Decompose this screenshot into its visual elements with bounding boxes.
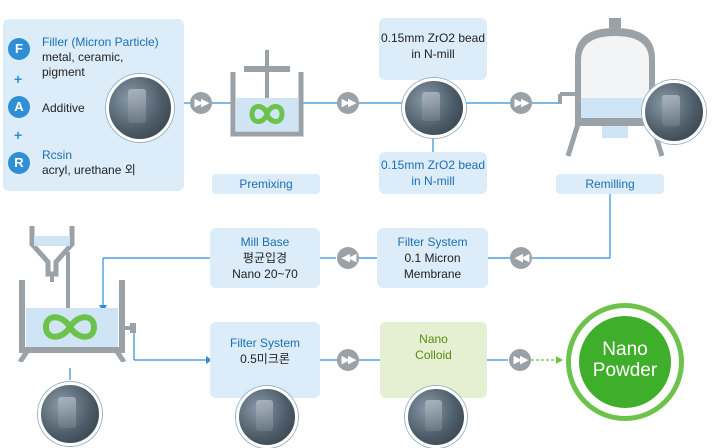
forward-arrow-icon: ▶▶ [510,92,532,114]
mill-base-line2: Nano 20~70 [232,267,298,281]
filter-system-1-line2: Membrane [403,267,462,281]
premixing-label: Premixing [212,174,320,194]
premixing-tank-icon [230,50,304,137]
plus-icon-2: + [14,127,23,143]
resin-block: Rcsin acryl, urethane 외 [42,148,162,178]
nano-colloid-text: Nano Colloid [380,331,487,363]
nano-powder-line1: Nano [602,339,648,360]
backward-arrow-icon: ◀◀ [337,247,359,269]
mill-tank-photo [38,382,102,446]
bead-mill-top-line1: 0.15mm ZrO2 bead [380,31,486,45]
backward-arrow-icon: ◀◀ [510,247,532,269]
nano-colloid-photo [405,386,467,448]
resin-letter-icon: R [8,152,30,174]
mill-base-panel [210,228,320,288]
filter-system-2-photo [236,386,298,448]
filter-system-1-text: Filter System 0.1 Micron Membrane [377,234,488,282]
nano-powder-ring: Nano Powder [566,303,684,421]
mill-base-text: Mill Base 평균입경 Nano 20~70 [210,234,320,282]
bead-mill-photo [402,78,466,138]
nano-powder-line2: Powder [592,360,658,381]
bead-mill-top-text: 0.15mm ZrO2 bead in N-mill [379,30,487,62]
bead-mill-bottom-line1: 0.15mm ZrO2 bead [380,158,486,172]
filter-system-2-panel [210,322,320,398]
bead-mill-top-panel [379,18,487,80]
filter-system-1-title: Filter System [397,235,468,249]
filter-system-2-line1: 0.5미크론 [240,352,290,366]
mill-base-line1: 평균입경 [242,251,288,265]
resin-detail: acryl, urethane 외 [42,163,136,177]
remilling-vessel-icon [558,18,665,157]
inputs-photo [106,74,174,142]
bead-mill-bottom-panel [379,152,487,194]
forward-arrow-icon: ▶▶ [509,349,531,371]
nano-colloid-panel [380,322,487,398]
filter-system-1-line1: 0.1 Micron [404,251,461,265]
nano-colloid-line2: Colloid [415,348,452,362]
bead-mill-bottom-text: 0.15mm ZrO2 bead in N-mill [379,157,487,189]
additive-title: Additive [42,101,85,115]
forward-arrow-icon: ▶▶ [337,92,359,114]
plus-icon-1: + [14,71,23,87]
bead-mill-top-line2: in N-mill [411,47,455,61]
filler-title: Filler (Micron Particle) [42,35,159,49]
remilling-photo [642,80,706,144]
filter-system-1-panel [377,228,488,288]
forward-arrow-icon: ▶▶ [190,92,212,114]
additive-letter-icon: A [8,96,30,118]
remilling-label: Remilling [556,174,664,194]
mill-base-title: Mill Base [240,235,290,249]
forward-arrow-icon: ▶▶ [337,349,359,371]
resin-title: Rcsin [42,148,73,162]
filter-system-2-text: Filter System 0.5미크론 [210,335,320,367]
nano-colloid-line1: Nano [419,332,448,346]
bead-mill-bottom-line2: in N-mill [411,174,455,188]
nano-powder-text: Nano Powder [571,339,679,381]
filler-letter-icon: F [8,38,30,60]
filler-detail: metal, ceramic, pigment [42,50,124,79]
filler-block: Filler (Micron Particle) metal, ceramic,… [42,35,162,80]
filter-system-2-title: Filter System [229,336,300,350]
mill-tank-icon [17,226,136,362]
